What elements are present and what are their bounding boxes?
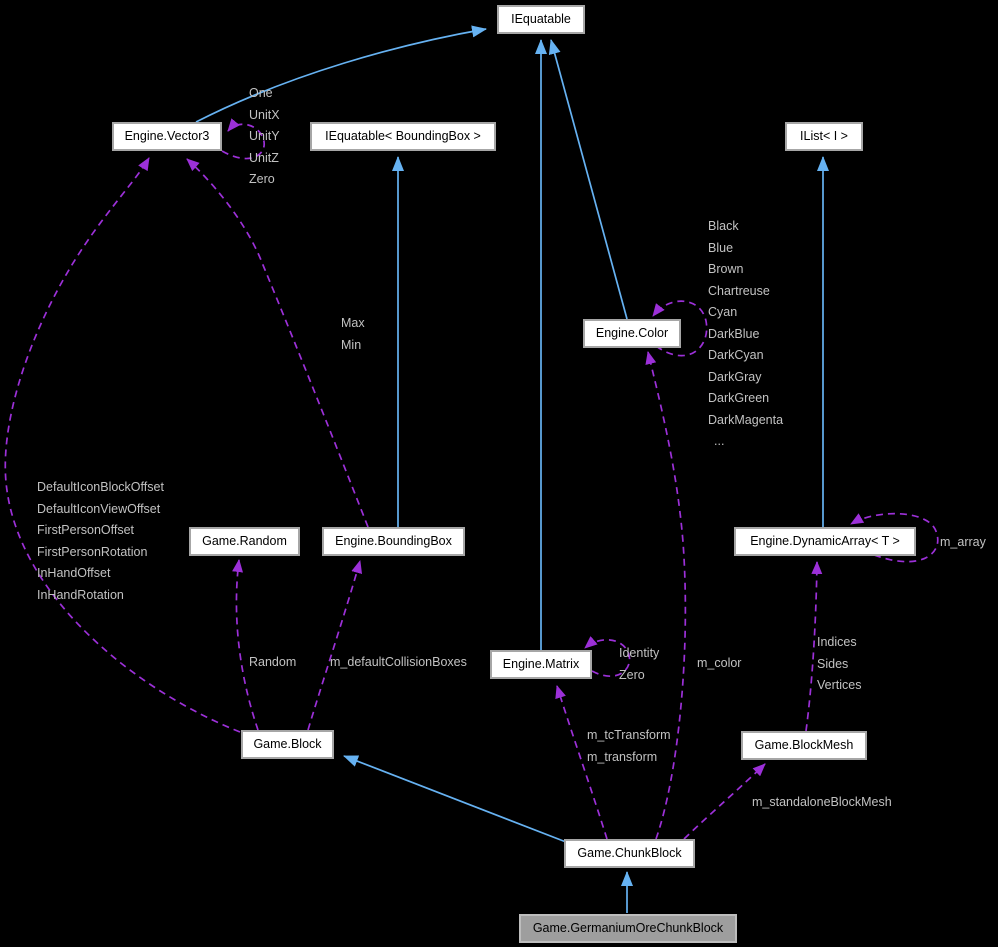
- edge-block-to-boundingbox: [307, 560, 363, 731]
- edge-dynamicarray-self-loop: [850, 512, 939, 563]
- field-label: DarkCyan: [708, 348, 764, 362]
- field-label: m_color: [697, 656, 742, 670]
- mcolor-field: m_color: [697, 653, 741, 675]
- field-label: Min: [341, 338, 362, 352]
- field-label: DarkBlue: [708, 326, 760, 341]
- field-label: DefaultIconViewOffset: [37, 501, 161, 516]
- field-label: m_array: [940, 535, 986, 549]
- field-label: UnitY: [249, 129, 280, 143]
- field-label: FirstPersonOffset: [37, 523, 135, 537]
- field-label: Indices: [817, 635, 857, 649]
- field-label: Cyan: [708, 305, 738, 319]
- field-label: DefaultIconBlockOffset: [37, 480, 164, 494]
- field-label: m_defaultCollisionBoxes: [330, 655, 467, 669]
- field-label: Brown: [708, 262, 744, 276]
- node-game-blockmesh[interactable]: Game.BlockMesh: [741, 731, 867, 760]
- block-vector3-fields: DefaultIconBlockOffset DefaultIconViewOf…: [37, 477, 164, 606]
- edge-blockmesh-to-dynamicarray: [805, 561, 823, 732]
- color-static-fields: Black Blue Brown Chartreuse Cyan DarkBlu…: [708, 216, 783, 453]
- field-label: InHandRotation: [37, 587, 124, 602]
- field-label: m_standaloneBlockMesh: [752, 795, 892, 809]
- node-game-random[interactable]: Game.Random: [189, 527, 300, 556]
- field-label: Blue: [708, 240, 734, 255]
- node-game-chunkblock[interactable]: Game.ChunkBlock: [564, 839, 695, 868]
- vector3-static-fields: One UnitX UnitY UnitZ Zero: [249, 83, 280, 191]
- transform-fields: m_tcTransform m_transform: [587, 724, 671, 768]
- edge-color-to-iequatable: [548, 39, 628, 320]
- field-label: Zero: [249, 172, 275, 186]
- edge-block-to-vector3: [4, 157, 241, 733]
- field-label: m_tcTransform: [587, 728, 671, 742]
- node-engine-boundingbox[interactable]: Engine.BoundingBox: [322, 527, 465, 556]
- field-label: InHandOffset: [37, 566, 111, 580]
- field-label: DarkGray: [708, 369, 762, 384]
- field-label: m_transform: [587, 750, 658, 764]
- matrix-static-fields: Identity Zero: [619, 642, 659, 686]
- random-field: Random: [249, 652, 296, 674]
- node-iequatable-boundingbox[interactable]: IEquatable< BoundingBox >: [310, 122, 496, 151]
- edge-chunkblock-to-matrix: [555, 685, 608, 840]
- field-label: Zero: [619, 668, 645, 682]
- field-label: Black: [708, 219, 739, 233]
- node-engine-vector3[interactable]: Engine.Vector3: [112, 122, 222, 151]
- field-label: UnitZ: [249, 150, 279, 165]
- marray-field: m_array: [940, 532, 986, 554]
- field-label: FirstPersonRotation: [37, 544, 148, 559]
- field-label: Identity: [619, 646, 660, 660]
- standaloneblockmesh-field: m_standaloneBlockMesh: [752, 792, 892, 814]
- edge-chunkblock-to-block: [343, 755, 567, 843]
- edge-chunkblock-to-color: [645, 351, 687, 840]
- node-iequatable[interactable]: IEquatable: [497, 5, 585, 34]
- edge-vector3-self-loop: [221, 118, 266, 160]
- field-label: Max: [341, 316, 365, 330]
- node-engine-matrix[interactable]: Engine.Matrix: [490, 650, 592, 679]
- node-engine-color[interactable]: Engine.Color: [583, 319, 681, 348]
- node-game-germaniumorechunkblock: Game.GermaniumOreChunkBlock: [519, 914, 737, 943]
- boundingbox-fields: Max Min: [341, 312, 365, 356]
- field-label: Sides: [817, 656, 849, 671]
- collisionboxes-field: m_defaultCollisionBoxes: [330, 652, 467, 674]
- node-engine-dynamicarray[interactable]: Engine.DynamicArray< T >: [734, 527, 916, 556]
- field-label: Chartreuse: [708, 283, 770, 298]
- field-label: DarkMagenta: [708, 412, 784, 427]
- field-label: DarkGreen: [708, 391, 770, 405]
- field-label: Vertices: [817, 678, 862, 692]
- field-label: ...: [714, 434, 725, 448]
- field-label: One: [249, 86, 273, 100]
- node-ilist[interactable]: IList< I >: [785, 122, 863, 151]
- edge-chunkblock-to-blockmesh: [683, 763, 766, 840]
- edge-block-to-random: [232, 559, 259, 731]
- edge-vector3-to-iequatable: [195, 25, 487, 123]
- edge-color-self-loop: [652, 300, 708, 357]
- field-label: UnitX: [249, 107, 280, 122]
- edge-matrix-self-loop: [584, 636, 631, 677]
- field-label: Random: [249, 655, 297, 669]
- edge-boundingbox-to-vector3: [186, 158, 369, 528]
- node-game-block[interactable]: Game.Block: [241, 730, 334, 759]
- blockmesh-dynamicarray-fields: Indices Sides Vertices: [817, 632, 861, 697]
